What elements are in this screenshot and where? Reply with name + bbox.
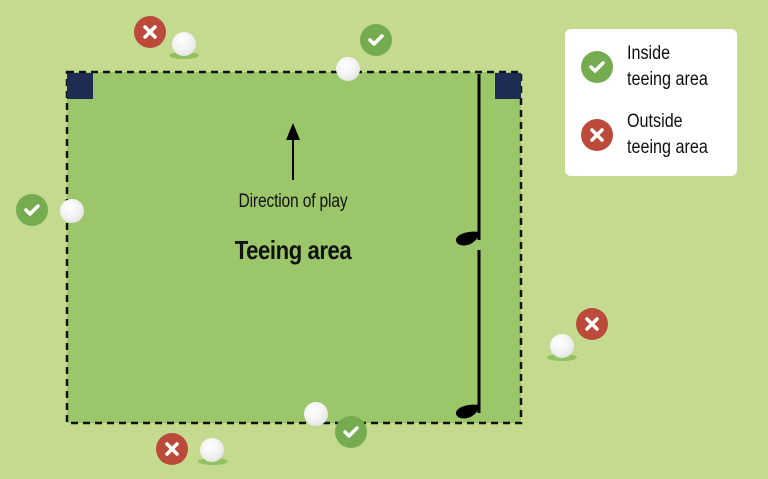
golf-ball — [550, 334, 574, 358]
teeing-area-title: Teeing area — [234, 235, 352, 265]
x-icon — [156, 433, 188, 465]
tee-marker-left — [67, 73, 93, 99]
legend-label-inside: Inside teeing area — [627, 43, 708, 90]
golf-ball — [336, 57, 360, 81]
x-icon — [576, 308, 608, 340]
check-icon — [581, 51, 613, 83]
check-icon — [360, 24, 392, 56]
legend-item-outside: Outside teeing area — [581, 109, 747, 161]
check-icon — [335, 416, 367, 448]
direction-of-play-label: Direction of play — [238, 191, 348, 212]
golf-ball — [304, 402, 328, 426]
tee-marker-right — [495, 73, 521, 99]
x-icon — [134, 16, 166, 48]
legend-label-outside: Outside teeing area — [627, 111, 708, 158]
legend-item-inside: Inside teeing area — [581, 41, 747, 93]
legend: Inside teeing area Outside teeing area — [565, 29, 737, 176]
golf-ball — [60, 199, 84, 223]
x-icon — [581, 119, 613, 151]
golf-ball — [172, 32, 196, 56]
golf-ball — [200, 438, 224, 462]
check-icon — [16, 194, 48, 226]
